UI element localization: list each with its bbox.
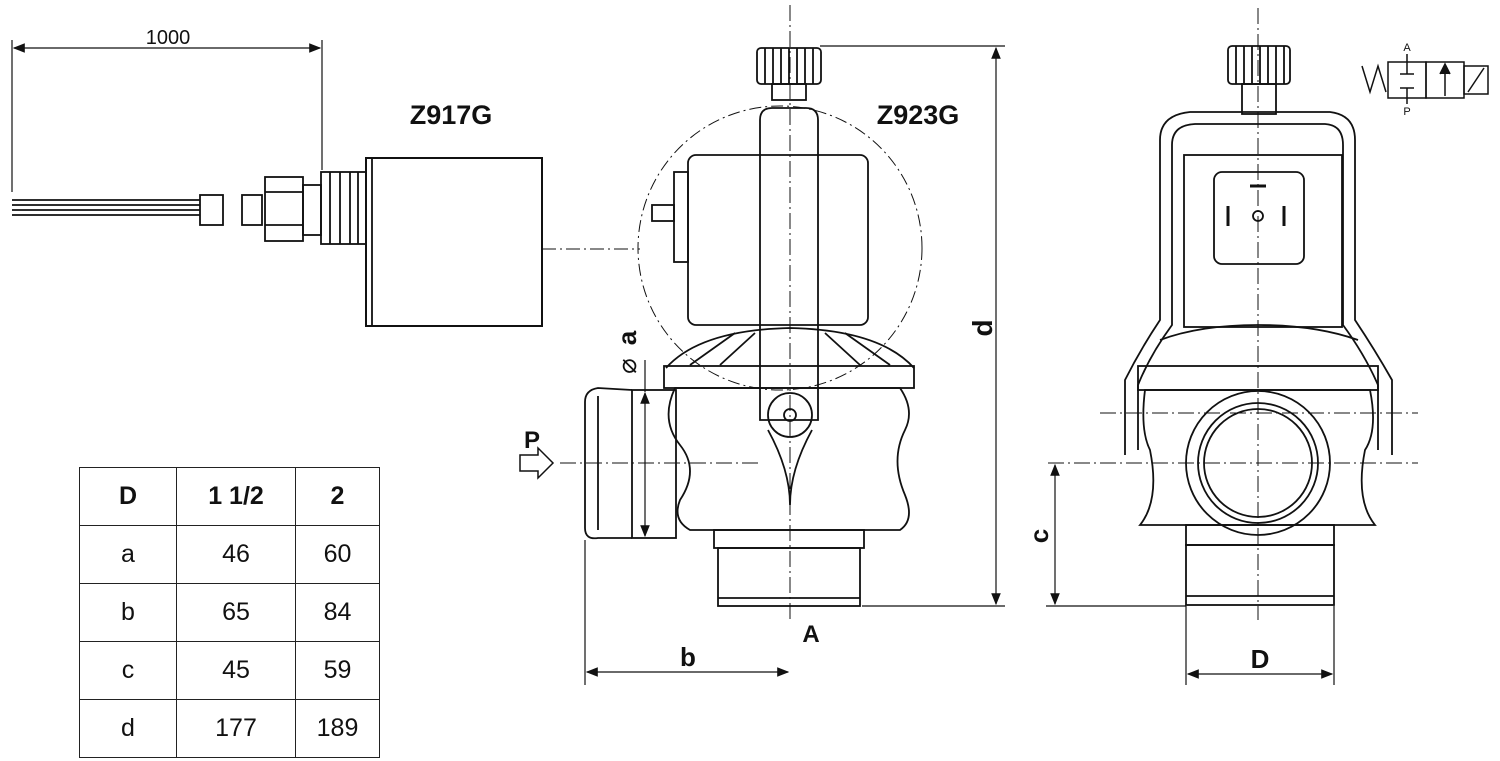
table-cell: a xyxy=(79,525,177,584)
symbol-port-a-label: A xyxy=(1403,42,1411,54)
dim-d-label: d xyxy=(967,319,998,336)
table-cell: c xyxy=(79,641,177,700)
table-cell: 59 xyxy=(295,641,380,700)
table-row: c 45 59 xyxy=(79,641,380,700)
dim-a-diameter-symbol: ⌀ xyxy=(612,358,642,374)
table-cell: 46 xyxy=(176,525,296,584)
dim-b-label: b xyxy=(680,642,696,672)
valve-front-view xyxy=(1046,8,1418,685)
model-right-label: Z923G xyxy=(877,100,960,130)
table-cell: 65 xyxy=(176,583,296,642)
table-cell: d xyxy=(79,699,177,758)
table-row: a 46 60 xyxy=(79,525,380,584)
table-cell: 45 xyxy=(176,641,296,700)
table-cell: 177 xyxy=(176,699,296,758)
table-cell: 189 xyxy=(295,699,380,758)
model-left-label: Z917G xyxy=(410,100,493,130)
dim-c-label: c xyxy=(1024,529,1054,543)
table-cell: 60 xyxy=(295,525,380,584)
port-inlet-label: P xyxy=(524,427,540,454)
table-header-cell: 1 1/2 xyxy=(176,467,296,526)
table-header-row: D 1 1/2 2 xyxy=(79,467,380,526)
cable-length-label: 1000 xyxy=(146,27,191,49)
table-cell: b xyxy=(79,583,177,642)
table-header-cell: 2 xyxy=(295,467,380,526)
table-row: d 177 189 xyxy=(79,699,380,758)
symbol-port-p-label: P xyxy=(1403,106,1410,118)
dim-a-label: a xyxy=(612,330,642,345)
table-cell: 84 xyxy=(295,583,380,642)
dim-D-label: D xyxy=(1251,644,1270,674)
table-header-cell: D xyxy=(79,467,177,526)
port-outlet-label: A xyxy=(802,621,819,648)
table-row: b 65 84 xyxy=(79,583,380,642)
valve-schematic-symbol xyxy=(1361,54,1489,104)
valve-z923g-side-view xyxy=(519,5,1005,685)
coil-z917g-view xyxy=(11,40,640,327)
dimension-table: D 1 1/2 2 a 46 60 b 65 84 c 45 59 d 177 … xyxy=(79,467,380,758)
